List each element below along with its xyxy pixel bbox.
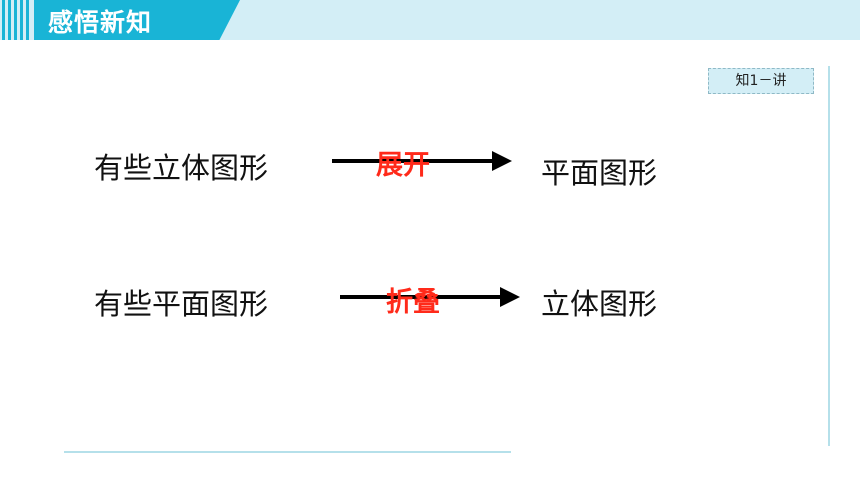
row-2-arrow-icon — [340, 287, 520, 307]
page-title: 感悟新知 — [48, 8, 153, 37]
arrow-head — [500, 287, 520, 307]
header-stripe — [2, 0, 5, 40]
bottom-divider — [64, 451, 511, 453]
header-stripe — [8, 0, 11, 40]
header-stripe — [26, 0, 29, 40]
row-2-right-text: 立体图形 — [541, 287, 658, 321]
header-stripe — [14, 0, 17, 40]
right-divider — [828, 66, 830, 446]
arrow-shaft — [332, 159, 494, 163]
header-bar: 感悟新知 — [0, 0, 860, 40]
header-stripes — [0, 0, 40, 40]
arrow-shaft — [340, 295, 502, 299]
row-1-left-text: 有些立体图形 — [94, 151, 269, 185]
title-tab — [34, 0, 240, 40]
row-2-left-text: 有些平面图形 — [94, 287, 269, 321]
header-stripe — [20, 0, 23, 40]
arrow-head — [492, 151, 512, 171]
row-1-right-text: 平面图形 — [541, 156, 658, 190]
row-1-action-text: 展开 — [376, 150, 430, 181]
section-badge: 知1－讲 — [708, 68, 814, 94]
row-2-action-text: 折叠 — [386, 287, 440, 318]
row-1-arrow-icon — [332, 151, 512, 171]
